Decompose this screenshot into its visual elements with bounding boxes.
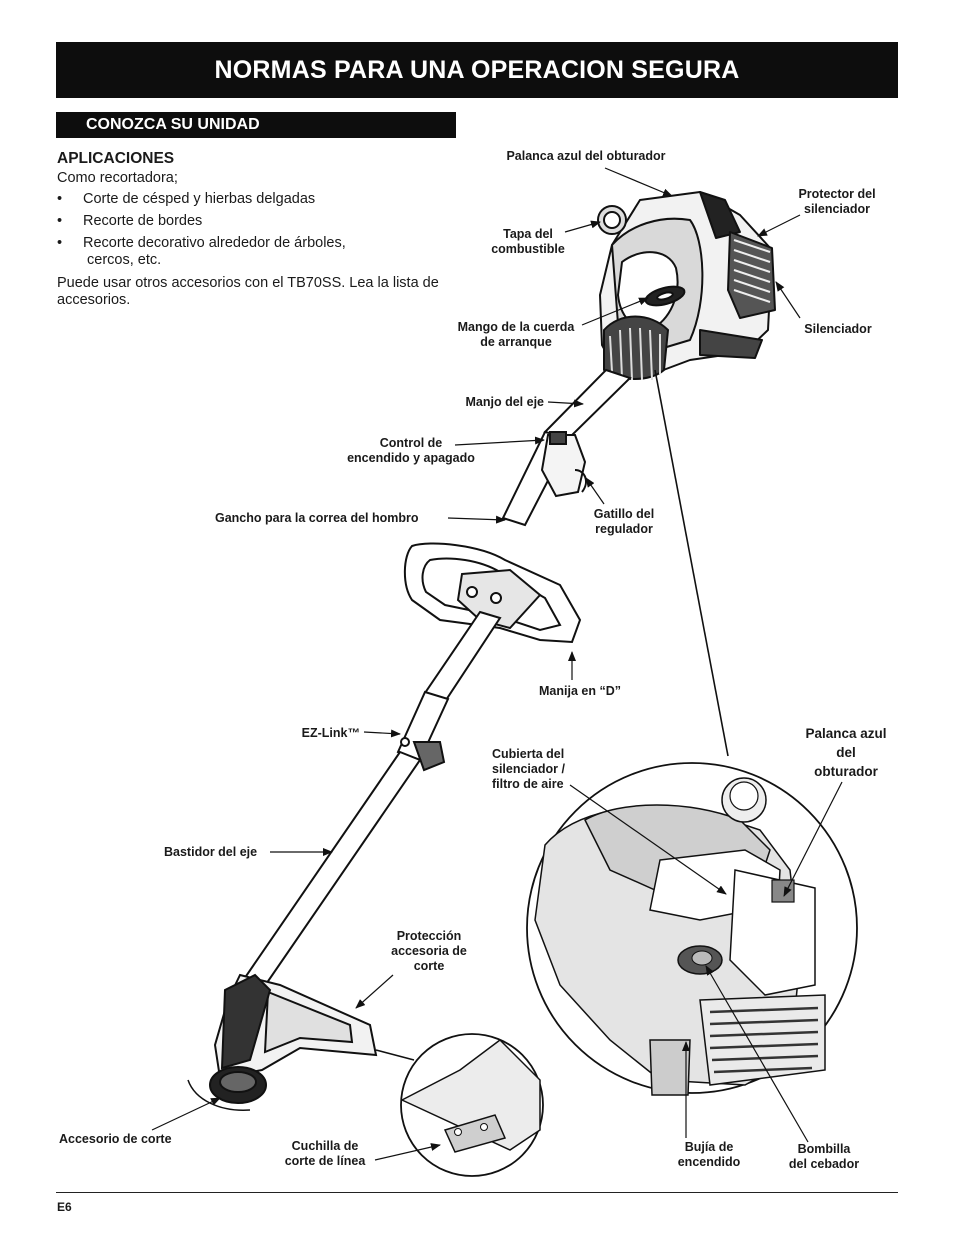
list-item: Recorte decorativo alrededor de árboles,… xyxy=(57,235,457,269)
label-shaft-handle: Manjo del eje xyxy=(465,395,545,409)
label-choke-lever-detail: Palanca azul del obturador xyxy=(805,726,887,779)
applications-list: Corte de césped y hierbas delgadas Recor… xyxy=(57,191,457,269)
label-fuel-cap: Tapa del combustible xyxy=(491,227,565,256)
engine-detail-illustration xyxy=(526,762,858,1096)
label-air-filter-cover: Cubierta del silenciador / filtro de air… xyxy=(492,747,565,791)
label-d-handle: Manija en “D” xyxy=(539,684,621,698)
blade-detail-illustration xyxy=(375,1033,544,1177)
label-shoulder-strap-hook: Gancho para la correa del hombro xyxy=(215,511,419,525)
label-spark-plug: Bujía de encendido xyxy=(677,1140,741,1169)
applications-intro: Como recortadora; xyxy=(57,170,178,186)
label-ez-link: EZ-Link™ xyxy=(301,726,360,740)
label-starter-handle: Mango de la cuerda de arranque xyxy=(457,320,575,349)
trimmer-head-illustration xyxy=(187,973,378,1111)
label-line-cutter-blade: Cuchilla de corte de línea xyxy=(284,1139,366,1168)
label-muffler-guard: Protector del silenciador xyxy=(798,187,876,216)
upper-shaft xyxy=(501,368,632,527)
label-on-off-control: Control de encendido y apagado xyxy=(347,436,475,465)
accessories-note: Puede usar otros accesorios con el TB70S… xyxy=(57,275,439,308)
lower-shaft xyxy=(240,610,502,992)
label-choke-lever: Palanca azul del obturador xyxy=(506,149,666,163)
list-item-continuation: cercos, etc. xyxy=(87,252,162,268)
label-primer-bulb: Bombilla del cebador xyxy=(788,1142,860,1171)
page-title: NORMAS PARA UNA OPERACION SEGURA xyxy=(56,42,898,98)
label-cutting-attachment: Accesorio de corte xyxy=(59,1132,172,1146)
label-muffler: Silenciador xyxy=(804,322,872,336)
label-throttle-trigger: Gatillo del regulador xyxy=(593,507,655,536)
label-shaft-housing: Bastidor del eje xyxy=(164,845,258,859)
footer-divider xyxy=(56,1192,898,1193)
section-heading: CONOZCA SU UNIDAD xyxy=(56,112,456,138)
callout-arrows xyxy=(151,167,843,1161)
list-item: Corte de césped y hierbas delgadas xyxy=(57,191,457,208)
detail-connector-line xyxy=(654,369,729,757)
list-item-text: Recorte decorativo alrededor de árboles, xyxy=(83,235,346,251)
page-number: E6 xyxy=(57,1200,72,1214)
label-cutting-guard: Protección accesoria de corte xyxy=(391,929,467,973)
list-item: Recorte de bordes xyxy=(57,213,457,230)
engine-illustration xyxy=(597,191,776,381)
applications-block: APLICACIONES Como recortadora; Corte de … xyxy=(57,150,457,309)
applications-heading: APLICACIONES xyxy=(57,150,175,167)
